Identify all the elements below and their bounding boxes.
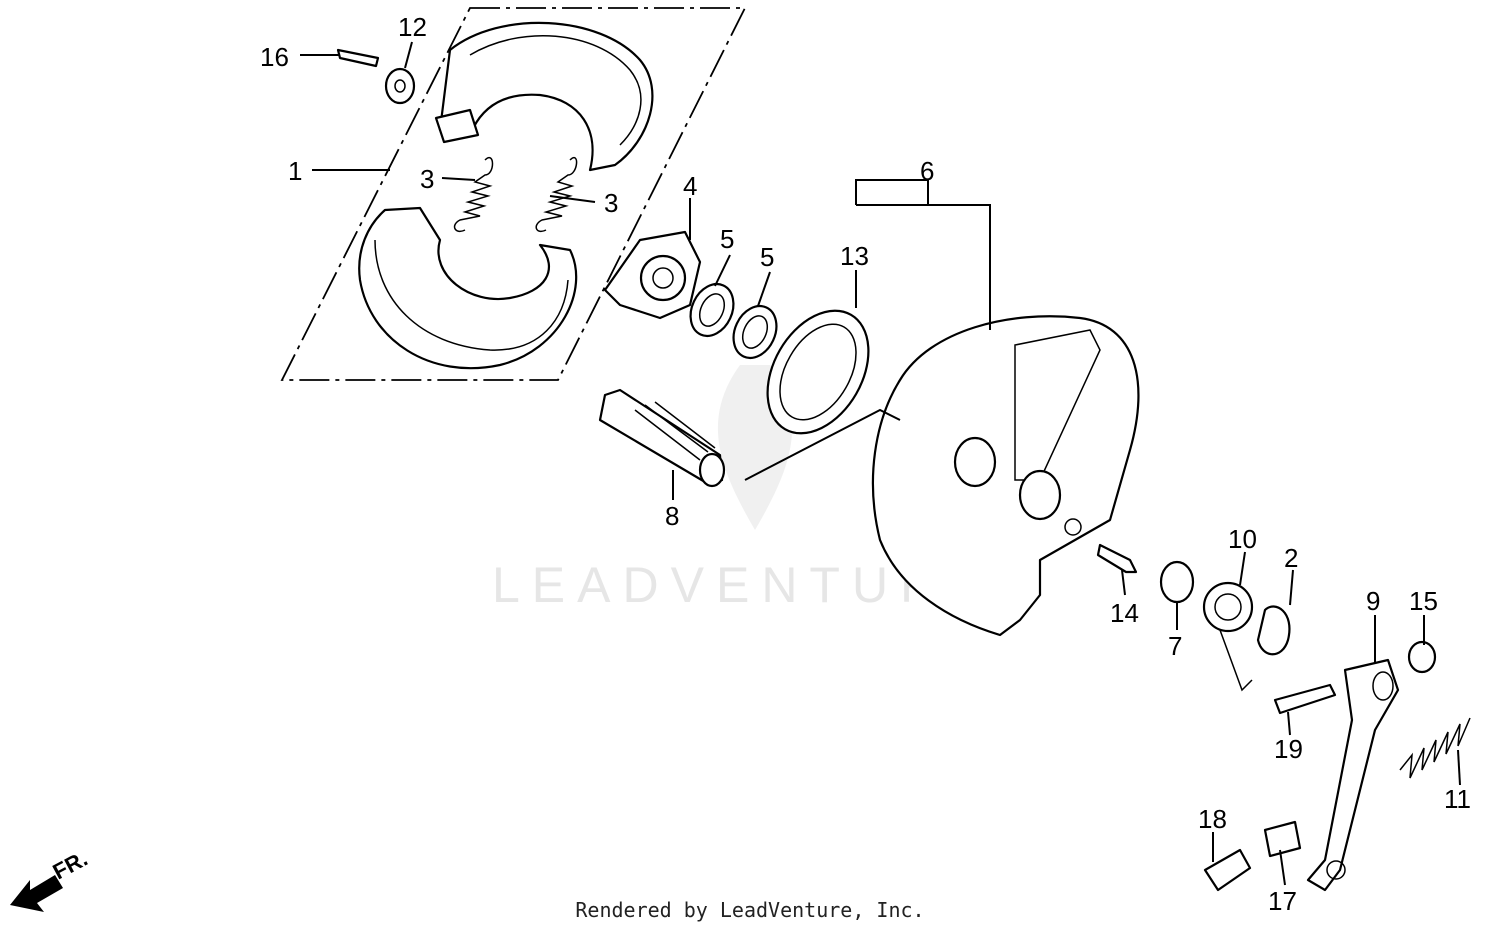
- spring-left: [453, 157, 494, 232]
- callout-labels: 16 12 1 3 3 4 5 5 13 6 8 14 7 10 2 9 15 …: [260, 12, 1471, 916]
- callout-9: 9: [1366, 586, 1380, 616]
- dust-seal-washers: [689, 283, 778, 359]
- brake-cam-shaft: [598, 388, 726, 488]
- callout-4: 4: [683, 171, 697, 201]
- panel-bolt: [1096, 543, 1138, 574]
- washer: [384, 67, 416, 105]
- oil-seal: [766, 309, 870, 435]
- brake-panel: [871, 315, 1140, 637]
- callout-3a: 3: [420, 164, 434, 194]
- callout-2: 2: [1284, 543, 1298, 573]
- leader-lines: [300, 41, 1461, 886]
- callout-17: 17: [1268, 886, 1297, 916]
- callout-6: 6: [920, 156, 934, 186]
- arm-bolt: [1273, 683, 1337, 715]
- compression-spring: [1399, 717, 1471, 779]
- wear-indicator-plate: [1256, 605, 1291, 656]
- collar: [1263, 820, 1302, 858]
- callout-19: 19: [1274, 734, 1303, 764]
- callout-14: 14: [1110, 598, 1139, 628]
- wear-indicator-gear: [603, 230, 702, 320]
- callout-7: 7: [1168, 631, 1182, 661]
- callout-5a: 5: [720, 224, 734, 254]
- felt-seal: [1159, 560, 1195, 604]
- footer-credit: Rendered by LeadVenture, Inc.: [575, 898, 925, 922]
- brake-shoe-upper: [434, 21, 654, 172]
- brake-shoe-group-outline: [280, 7, 747, 381]
- callout-3b: 3: [604, 188, 618, 218]
- callout-11: 11: [1444, 784, 1471, 814]
- cotter-pin: [336, 48, 380, 68]
- callout-16: 16: [260, 42, 289, 72]
- brake-shoe-lower: [358, 206, 578, 370]
- callout-15: 15: [1409, 586, 1438, 616]
- brake-arm: [1306, 658, 1400, 892]
- return-spring: [1202, 581, 1254, 692]
- callout-1: 1: [288, 156, 302, 186]
- spring-right: [535, 157, 578, 232]
- callout-10: 10: [1228, 524, 1257, 554]
- callout-13: 13: [840, 241, 869, 271]
- callout-8: 8: [665, 501, 679, 531]
- nut: [1407, 640, 1437, 674]
- callout-12: 12: [398, 12, 427, 42]
- callout-18: 18: [1198, 804, 1227, 834]
- callout-5b: 5: [760, 242, 774, 272]
- joint-piece: [1203, 848, 1252, 892]
